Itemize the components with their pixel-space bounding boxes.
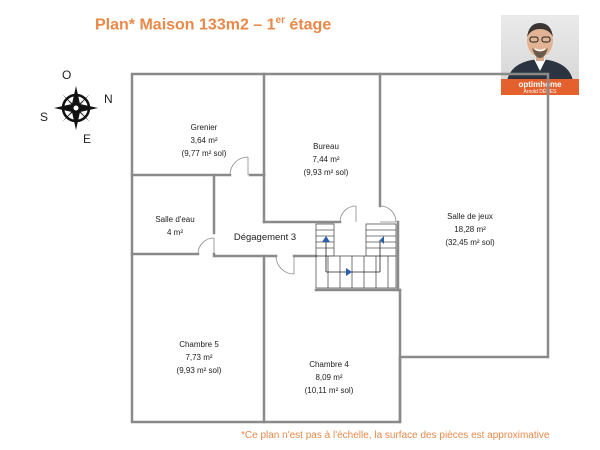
room-area: 3,64 m² <box>190 136 218 145</box>
room-area: 8,09 m² <box>315 373 343 382</box>
room-degagement: Dégagement 3 <box>222 231 308 244</box>
plan-title: Plan* Maison 133m2 – 1er étage <box>95 15 331 34</box>
agent-photo <box>501 15 579 81</box>
door-grenier <box>229 156 249 176</box>
room-floor-area: (9,93 m² sol) <box>176 366 222 375</box>
room-name: Chambre 5 <box>179 340 219 349</box>
room-area: 7,44 m² <box>312 155 340 164</box>
room-name: Salle d'eau <box>155 215 195 224</box>
room-floor-area: (9,77 m² sol) <box>181 149 227 158</box>
title-superscript: er <box>275 15 285 26</box>
room-grenier: Grenier 3,64 m² (9,77 m² sol) <box>160 121 248 160</box>
room-area: 18,28 m² <box>454 225 486 234</box>
room-area: 4 m² <box>167 228 183 237</box>
room-area: 7,73 m² <box>185 353 213 362</box>
room-name: Bureau <box>313 142 339 151</box>
door-bureau <box>339 205 357 223</box>
room-name: Salle de jeux <box>447 212 493 221</box>
stair-arrows <box>322 236 384 276</box>
doors <box>197 156 397 275</box>
room-name: Chambre 4 <box>309 360 349 369</box>
door-chambre4 <box>275 255 295 275</box>
room-salle-de-jeux: Salle de jeux 18,28 m² (32,45 m² sol) <box>422 210 518 249</box>
room-floor-area: (32,45 m² sol) <box>445 238 495 247</box>
staircase <box>315 223 397 289</box>
room-bureau: Bureau 7,44 m² (9,93 m² sol) <box>280 140 372 179</box>
room-floor-area: (9,93 m² sol) <box>303 168 349 177</box>
brand-bar: optimhome Arnold DÉNES <box>501 79 579 95</box>
compass-west-label: O <box>62 68 72 82</box>
room-chambre-5: Chambre 5 7,73 m² (9,93 m² sol) <box>152 338 246 377</box>
title-end: étage <box>284 16 332 34</box>
room-salle-deau: Salle d'eau 4 m² <box>140 213 210 239</box>
door-salle-de-jeux <box>379 205 397 223</box>
agent-name: Arnold DÉNES <box>523 89 557 95</box>
compass-rose-icon <box>54 86 98 130</box>
room-chambre-4: Chambre 4 8,09 m² (10,11 m² sol) <box>282 358 376 397</box>
compass-north-label: N <box>104 92 113 106</box>
title-main: Plan* Maison 133m2 – 1 <box>95 16 276 34</box>
compass-south-label: S <box>40 110 49 124</box>
room-floor-area: (10,11 m² sol) <box>304 386 354 395</box>
door-salle-deau <box>197 237 215 255</box>
room-name: Dégagement 3 <box>233 232 297 243</box>
brand-name: optimhome <box>518 80 562 89</box>
compass-east-label: E <box>83 132 92 146</box>
room-name: Grenier <box>190 123 218 132</box>
agent-badge: optimhome Arnold DÉNES <box>501 15 579 95</box>
scale-disclaimer: *Ce plan n'est pas à l'échelle, la surfa… <box>241 430 550 441</box>
